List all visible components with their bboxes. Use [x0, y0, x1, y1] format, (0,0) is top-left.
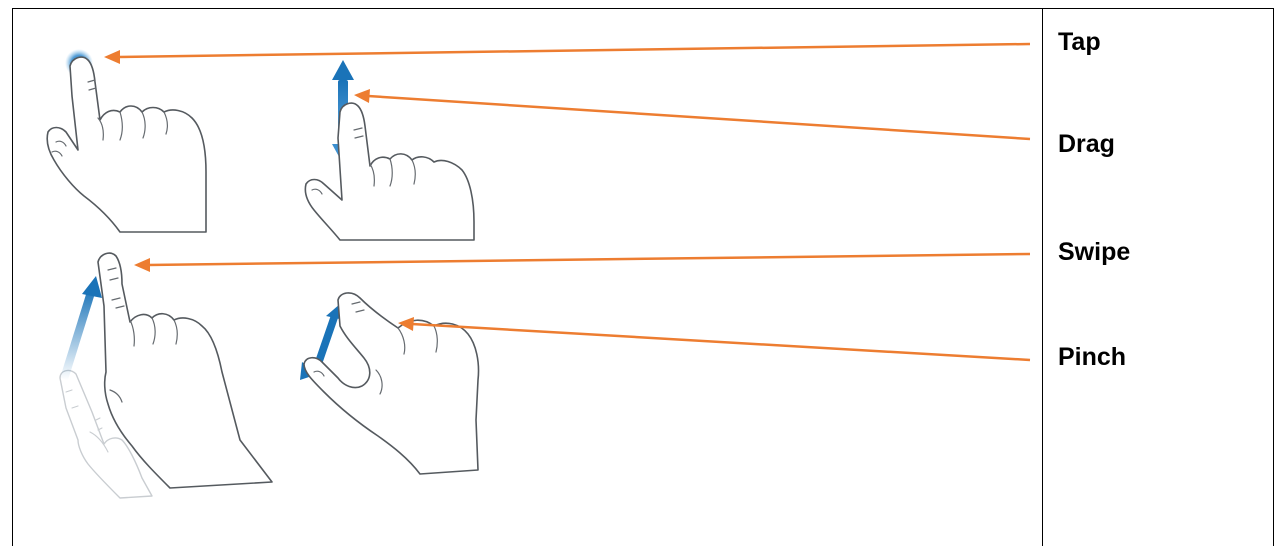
swipe-pointer-line: [147, 252, 1031, 267]
column-divider: [1042, 8, 1043, 546]
label-swipe: Swipe: [1058, 238, 1131, 266]
tap-pointer-arrowhead-icon: [104, 50, 120, 64]
swipe-pointer-arrowhead-icon: [134, 258, 150, 272]
label-drag: Drag: [1058, 130, 1115, 158]
label-tap: Tap: [1058, 28, 1101, 56]
tap-hand-icon: [46, 49, 207, 233]
drag-pointer-arrowhead-icon: [354, 89, 370, 103]
drag-pointer-line: [367, 94, 1031, 141]
label-pinch: Pinch: [1058, 343, 1127, 371]
drag-hand-icon: [304, 60, 475, 241]
pointer-arrows: [104, 42, 1031, 362]
drag-up-arrowhead-icon: [332, 60, 354, 80]
swipe-ghost-hand-icon: [59, 369, 153, 499]
pinch-hand-icon: [300, 292, 480, 475]
gesture-table-border: [12, 8, 1274, 546]
tap-pointer-line: [117, 42, 1031, 59]
swipe-hand-icon: [59, 252, 273, 499]
swipe-trail-icon: [60, 288, 96, 380]
swipe-arrowhead-icon: [82, 276, 102, 298]
pinch-pointer-arrowhead-icon: [398, 317, 414, 331]
pinch-pointer-line: [411, 322, 1031, 362]
